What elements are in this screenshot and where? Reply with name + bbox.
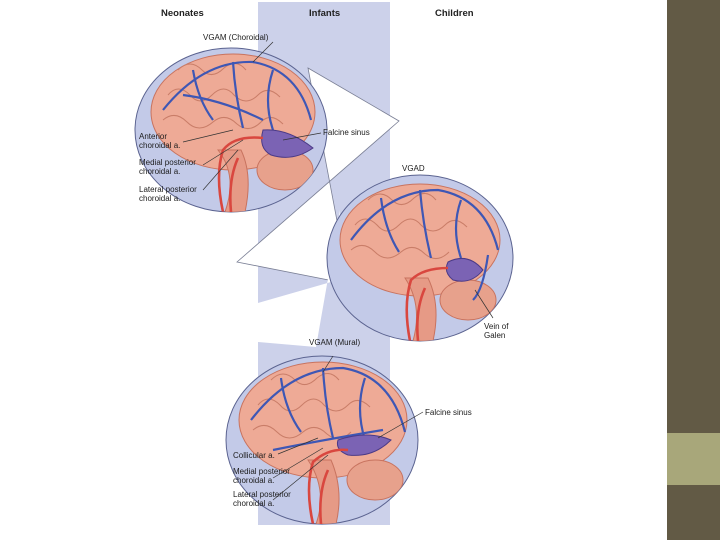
callout-wedge-top-middle (236, 67, 400, 285)
column-header-children: Children (435, 8, 474, 19)
panel-middle-malformation (445, 257, 484, 282)
panel-bottom-cerebellum (346, 459, 404, 501)
sidebar-block-bottom (667, 485, 720, 540)
label-top-lateral-posterior: Lateral posterior choroidal a. (139, 185, 197, 203)
panel-bottom-arteries (307, 448, 349, 524)
panel-top-brainstem (216, 149, 249, 212)
panel-middle-veins (350, 188, 500, 301)
vein-of-galen-figure: Neonates Infants Children VGAM (Choroida… (123, 0, 521, 525)
label-top-medial-posterior: Medial posterior choroidal a. (139, 158, 196, 176)
panel-middle-brainstem (404, 277, 437, 341)
panel-middle (326, 174, 514, 342)
panel-top (134, 47, 328, 213)
column-header-infants: Infants (309, 8, 341, 19)
panel-top-title: VGAM (Choroidal) (203, 33, 269, 42)
label-bottom-falcine-sinus: Falcine sinus (425, 408, 472, 417)
figure-graphic (134, 2, 514, 525)
label-bottom-lateral-posterior: Lateral posterior choroidal a. (233, 490, 291, 508)
panel-middle-title: VGAD (402, 164, 425, 173)
panel-top-veins (162, 60, 313, 131)
column-header-neonates: Neonates (161, 8, 204, 19)
panel-middle-gyri (350, 193, 468, 259)
panel-middle-cerebellum (439, 279, 497, 321)
label-anterior-choroidal: Anterior choroidal a. (139, 132, 181, 150)
panel-middle-arteries (405, 266, 449, 341)
panel-bottom-brainstem (307, 459, 340, 524)
sidebar-block-top (667, 0, 720, 433)
leader-lines (182, 41, 494, 501)
label-collicular: Collicular a. (233, 451, 275, 460)
label-top-falcine-sinus: Falcine sinus (323, 128, 370, 137)
label-bottom-medial-posterior: Medial posterior choroidal a. (233, 467, 290, 485)
panel-bottom-veins (250, 366, 407, 452)
panel-top-malformation (261, 129, 314, 158)
panel-bottom (225, 355, 419, 525)
panel-top-arteries (217, 136, 264, 212)
panel-bottom-title: VGAM (Mural) (309, 338, 361, 347)
sidebar-block-middle (667, 433, 720, 485)
label-vein-of-galen: Vein of Galen (484, 322, 509, 340)
callout-wedge-middle-bottom (153, 210, 340, 347)
